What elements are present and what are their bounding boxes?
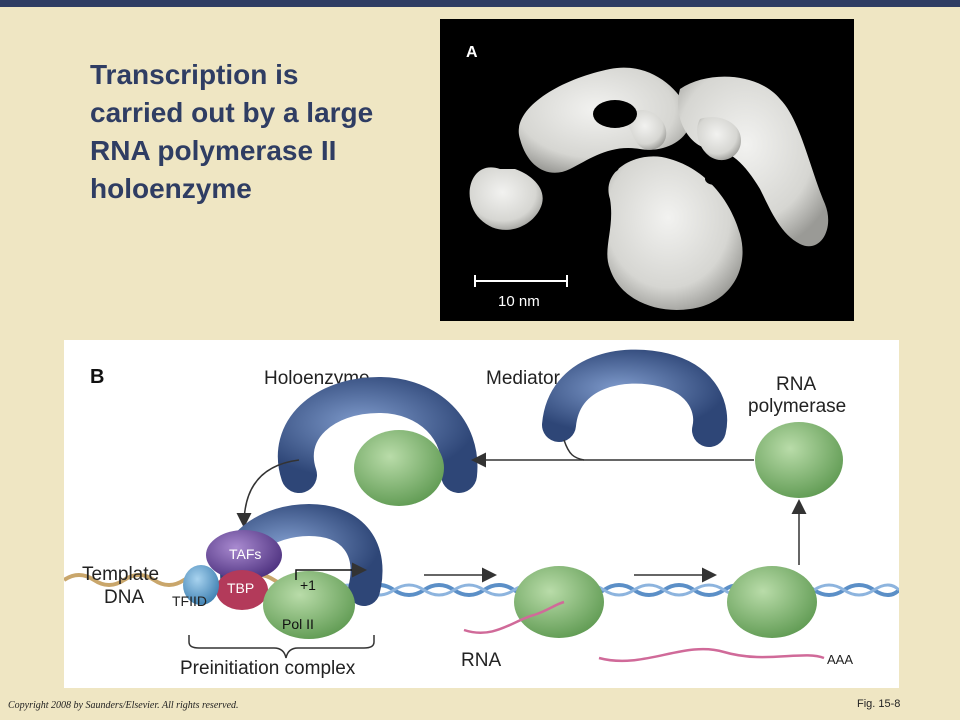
pol-ii-label: Pol II — [282, 616, 314, 632]
template-label-line1: Template — [82, 564, 159, 585]
mediator-label: Mediator — [486, 368, 561, 389]
template-label-line2: DNA — [104, 587, 144, 608]
plus-one-label: +1 — [300, 577, 316, 593]
panel-b-label: B — [90, 366, 104, 388]
elongating-polymerase-2 — [727, 566, 817, 638]
elongating-polymerase-1 — [514, 566, 604, 638]
rna-polymerase-label-line1: RNA — [776, 374, 816, 395]
schematic-diagram: B Holoenzyme Mediator RNA polymerase Tem… — [64, 349, 899, 679]
tbp-label: TBP — [227, 580, 254, 596]
rna-transcript-2 — [598, 647, 825, 663]
figure-reference: Fig. 15-8 — [857, 698, 901, 710]
tfiid-label: TFIID — [172, 593, 207, 609]
complex-brace — [188, 635, 375, 659]
mediator-join-arrow — [563, 439, 585, 461]
tafs-label: TAFs — [229, 546, 261, 562]
panel-a-label: A — [466, 44, 478, 61]
holoenzyme-mediator-shape — [277, 376, 478, 493]
start-site-arrow — [295, 562, 367, 580]
free-polymerase-shape — [755, 422, 843, 498]
complex-pol-ii-shape — [263, 571, 355, 639]
polya-label: AAA — [827, 652, 853, 667]
micrograph-image: A 10 nm — [466, 44, 829, 310]
panel-a-micrograph: A 10 nm — [440, 19, 854, 321]
rna-transcript-1 — [463, 600, 565, 634]
mediator-shape — [542, 349, 728, 447]
panel-b-schematic: B Holoenzyme Mediator RNA polymerase Tem… — [64, 340, 899, 688]
enzyme-density-map — [469, 67, 829, 310]
tafs-shape — [206, 530, 282, 580]
holoenzyme-polymerase-shape — [354, 430, 444, 506]
tbp-shape — [216, 570, 268, 610]
rna-label: RNA — [461, 650, 501, 671]
scale-bar — [474, 275, 568, 287]
top-accent-bar — [0, 0, 960, 7]
rna-polymerase-label-line2: polymerase — [748, 396, 846, 417]
scale-bar-label: 10 nm — [498, 293, 540, 310]
copyright-notice: Copyright 2008 by Saunders/Elsevier. All… — [8, 700, 239, 711]
tfiid-shape — [183, 565, 219, 605]
preinitiation-complex-label: Preinitiation complex — [180, 658, 356, 679]
assembly-arrow — [236, 459, 300, 528]
slide-title: Transcription is carried out by a large … — [90, 59, 374, 204]
